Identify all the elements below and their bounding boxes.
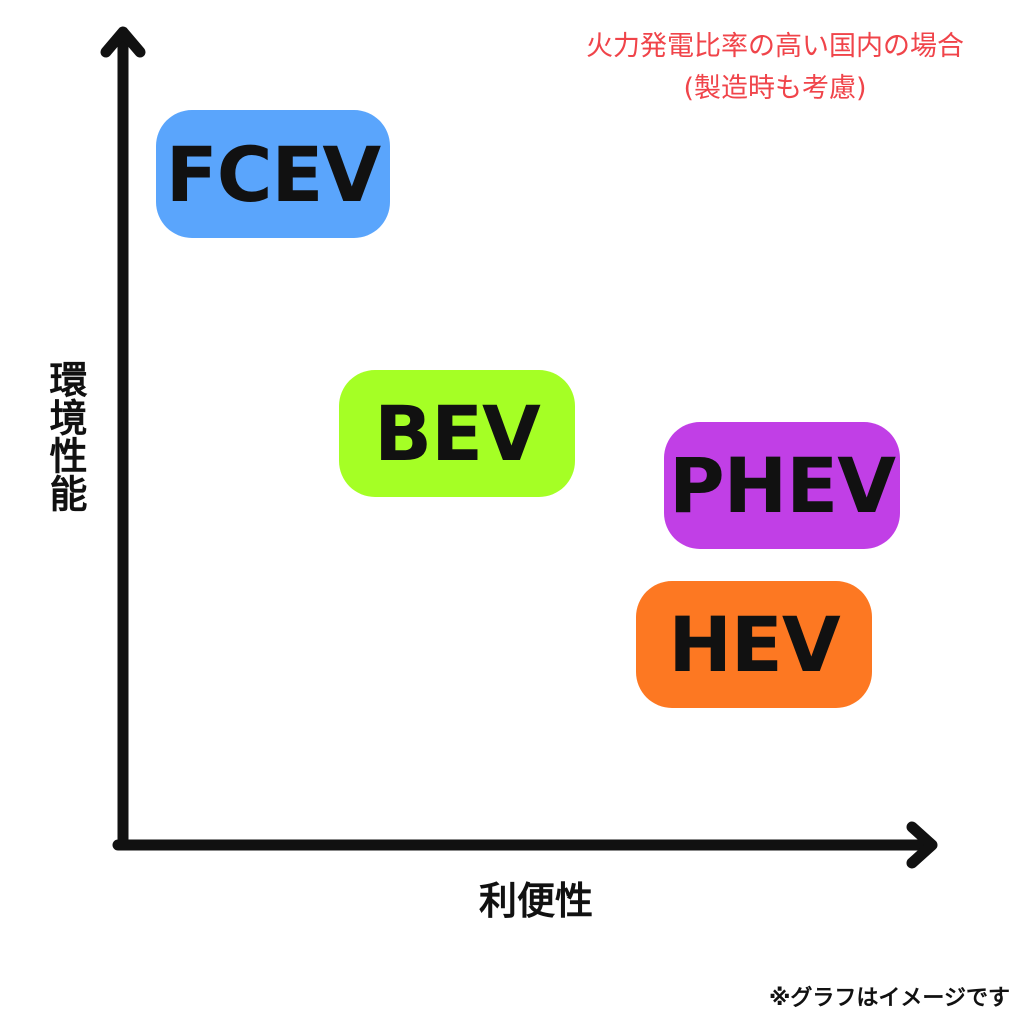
fcev-box: FCEV <box>156 110 390 238</box>
context-note-line2: (製造時も考慮) <box>683 73 867 104</box>
x-axis-label: 利便性 <box>478 879 593 923</box>
bev-box: BEV <box>339 370 575 497</box>
y-axis-arrowhead <box>100 26 146 58</box>
disclaimer-footnote: ※グラフはイメージです <box>769 986 1010 1011</box>
context-note-line1: 火力発電比率の高い国内の場合 <box>586 31 964 62</box>
phev-box: PHEV <box>664 422 900 549</box>
y-axis-label: 環境性能 <box>43 360 87 512</box>
x-axis-arrowhead <box>906 821 938 869</box>
hev-box: HEV <box>636 581 872 708</box>
